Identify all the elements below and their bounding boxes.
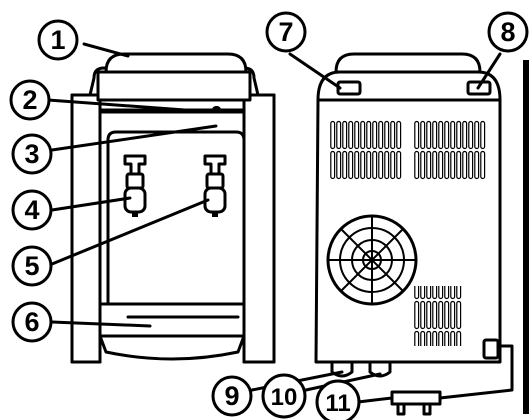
front-shoulder [96,70,252,102]
callout-2: 2 [9,79,51,121]
fan-grille [326,214,418,306]
callout-11-label: 11 [325,390,350,417]
hot-water-tap [123,154,147,217]
upper-right-vent [414,120,486,180]
lower-right-vent [414,286,462,346]
callout-3: 3 [11,133,53,175]
callout-6: 6 [11,301,53,343]
callout-4: 4 [11,189,53,231]
callout-4-label: 4 [24,195,39,225]
callout-1: 1 [37,19,79,61]
callout-1-label: 1 [50,25,65,55]
callout-7-label: 7 [278,17,293,47]
callout-3-label: 3 [24,139,39,169]
callout-2-label: 2 [22,85,37,115]
power-outlet [482,338,500,360]
back-right-foot [368,360,392,378]
upper-left-vent [330,120,402,180]
callout-5-label: 5 [24,251,39,281]
callout-5: 5 [11,245,53,287]
callout-10: 10 [261,373,307,419]
top-lid [104,52,248,74]
callout-7: 7 [265,11,307,53]
drip-tray [98,302,246,338]
front-right-side-panel [242,93,276,364]
front-view [70,52,276,364]
back-top-lid [334,52,482,74]
callout-10-label: 10 [271,384,298,411]
front-left-side-panel [70,93,102,364]
callout-8-label: 8 [500,17,515,47]
callout-8: 8 [487,11,529,53]
back-body [314,70,502,364]
back-view [314,52,529,416]
callout-6-label: 6 [24,307,39,337]
callout-9-label: 9 [224,381,239,411]
cold-water-tap [203,154,227,217]
power-cord [438,344,514,400]
callout-9: 9 [211,375,253,417]
front-base [98,334,246,361]
callout-11: 11 [315,379,361,420]
power-plug [390,390,442,406]
